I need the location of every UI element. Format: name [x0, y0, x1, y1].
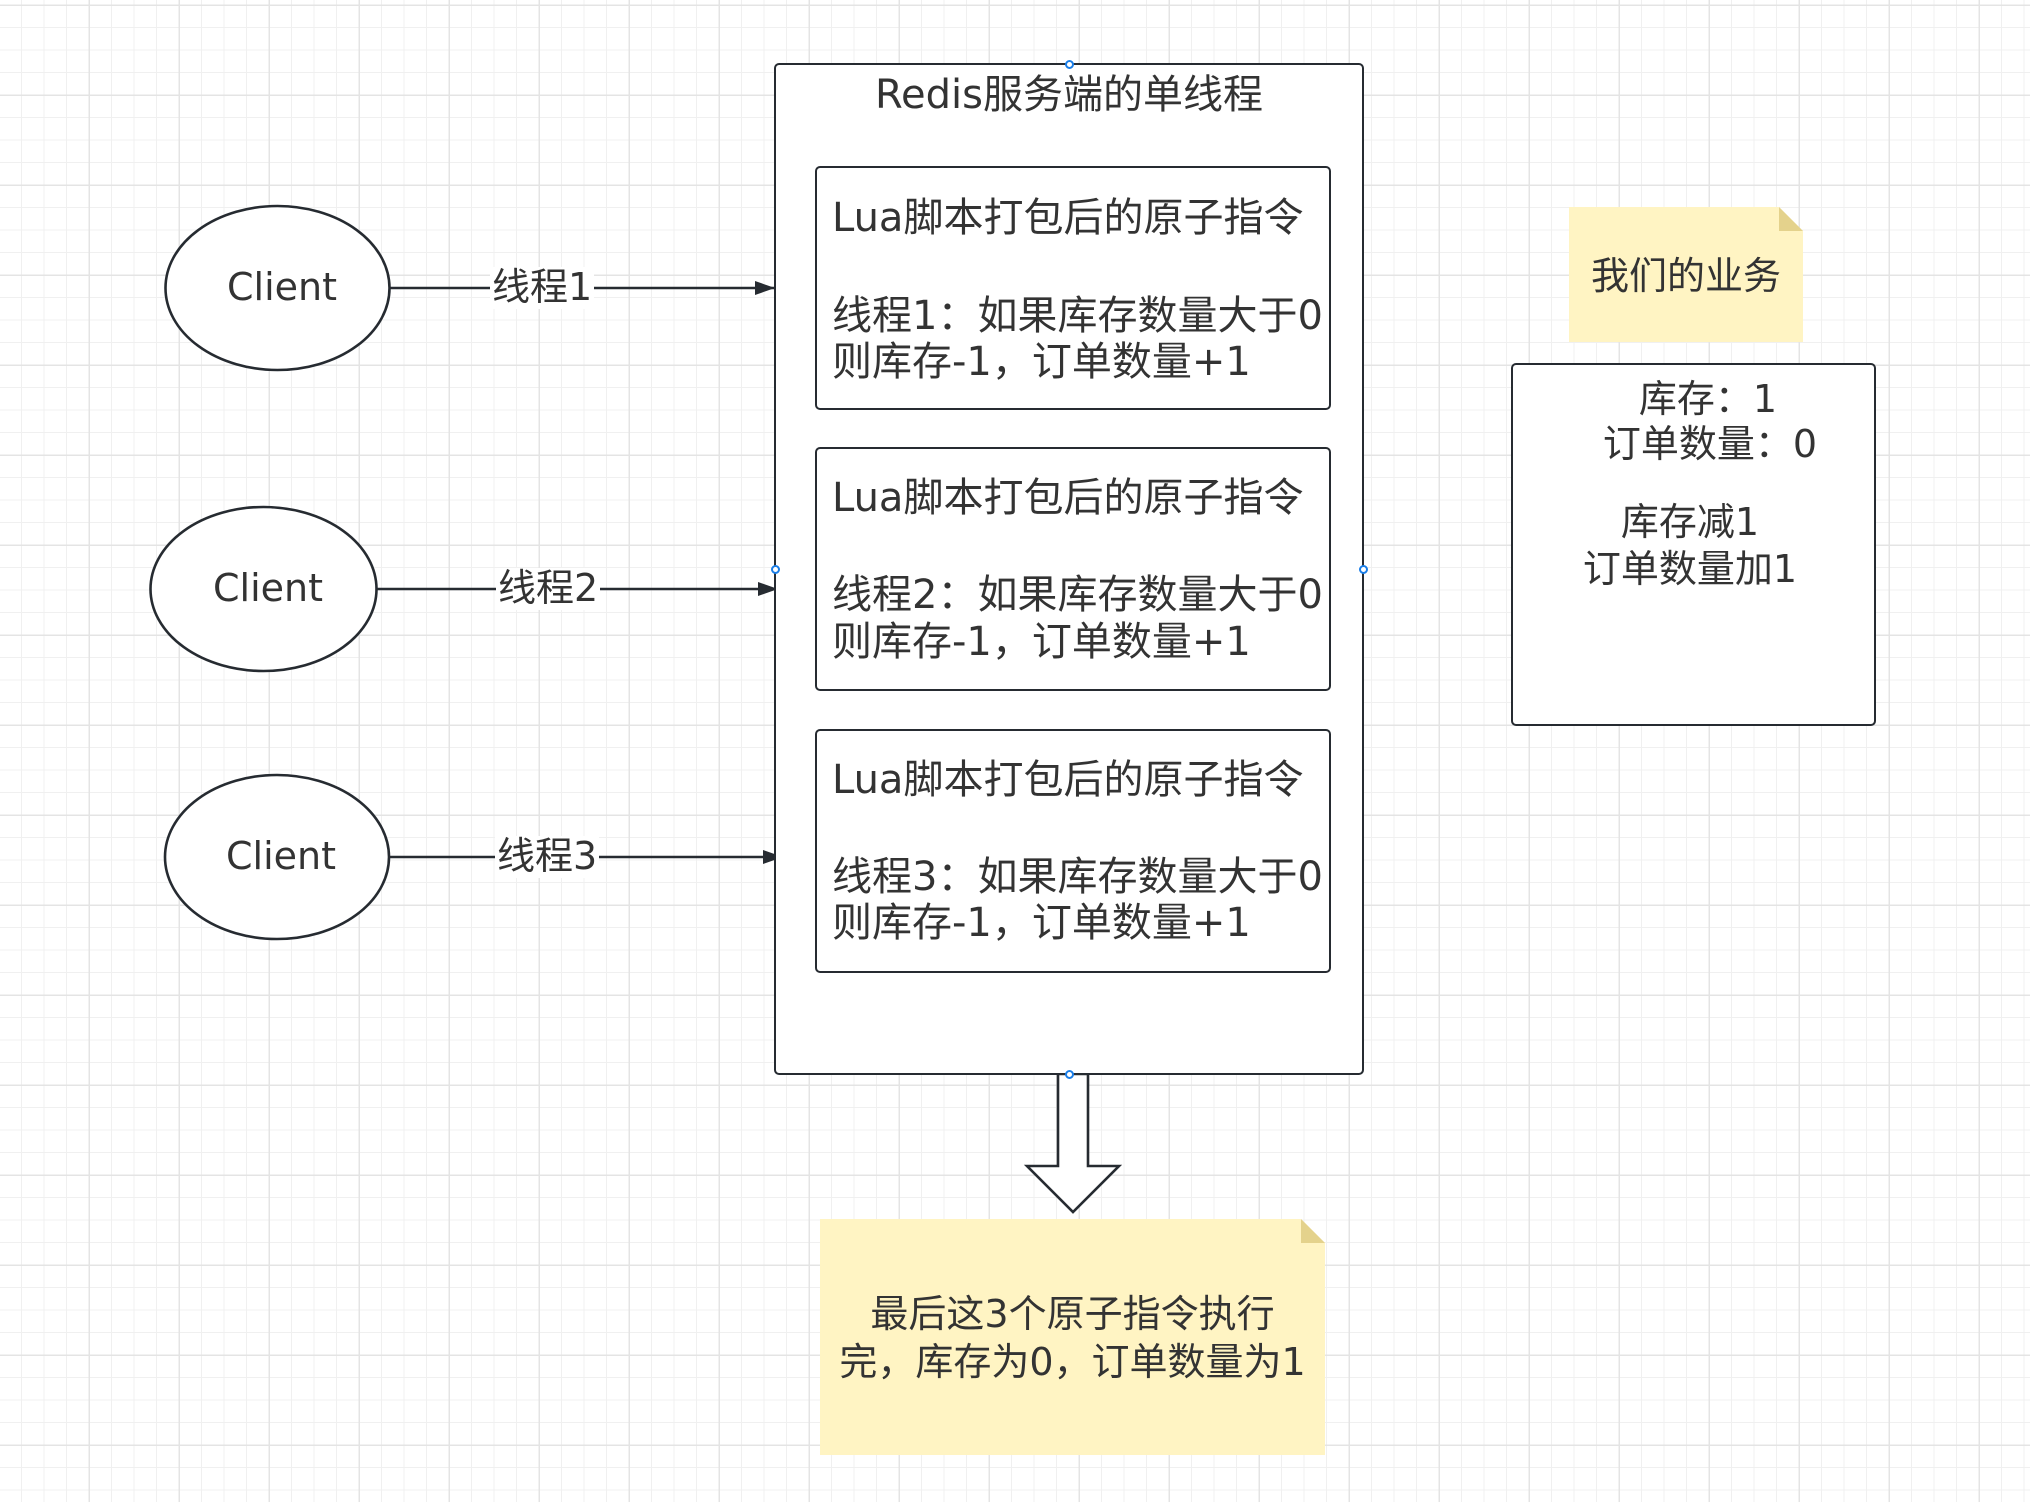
atomic-block-3-line1: 线程3：如果库存数量大于0 [832, 854, 1323, 900]
client-3-label: Client [226, 834, 337, 878]
atomic-block-1[interactable] [815, 166, 1331, 410]
atomic-block-3-heading: Lua脚本打包后的原子指令 [832, 757, 1304, 803]
atomic-block-3-line2: 则库存-1，订单数量+1 [832, 900, 1251, 946]
atomic-block-1-line1: 线程1：如果库存数量大于0 [832, 293, 1323, 339]
atomic-block-1-line2: 则库存-1，订单数量+1 [832, 339, 1251, 385]
business-sticky-fold [1779, 207, 1803, 231]
action-line-2: 订单数量加1 [1582, 547, 1798, 591]
result-note-line-1: 最后这3个原子指令执行 [870, 1292, 1275, 1336]
atomic-block-3[interactable] [815, 729, 1331, 973]
client-1-label: Client [227, 265, 338, 309]
atomic-block-2-line2: 则库存-1，订单数量+1 [832, 619, 1251, 665]
handle-right[interactable] [1358, 564, 1368, 574]
business-sticky-label: 我们的业务 [1590, 254, 1781, 298]
redis-server-title: Redis服务端的单线程 [875, 72, 1263, 118]
client-1-ellipse[interactable] [164, 204, 391, 372]
edge-label-thread-1: 线程1 [490, 265, 595, 309]
orders-line: 订单数量：0 [1602, 422, 1818, 466]
result-sticky-fold [1301, 1219, 1325, 1243]
result-note-line-2: 完，库存为0，订单数量为1 [839, 1340, 1306, 1384]
business-sticky-note[interactable] [1569, 207, 1803, 342]
business-state-box[interactable] [1511, 363, 1876, 726]
client-2-ellipse[interactable] [149, 505, 378, 673]
client-2-label: Client [213, 566, 324, 610]
edge-label-thread-2: 线程2 [496, 566, 601, 610]
handle-left[interactable] [770, 564, 780, 574]
handle-top[interactable] [1064, 59, 1074, 69]
edge-label-thread-3: 线程3 [495, 834, 600, 878]
atomic-block-1-heading: Lua脚本打包后的原子指令 [832, 195, 1304, 241]
stock-line: 库存：1 [1638, 377, 1778, 421]
atomic-block-2-line1: 线程2：如果库存数量大于0 [832, 572, 1323, 618]
action-line-1: 库存减1 [1620, 500, 1760, 544]
result-sticky-note[interactable] [820, 1219, 1325, 1455]
atomic-block-2-heading: Lua脚本打包后的原子指令 [832, 475, 1304, 521]
down-block-arrow[interactable] [1023, 1072, 1123, 1214]
atomic-block-2[interactable] [815, 447, 1331, 691]
handle-bottom[interactable] [1064, 1069, 1074, 1079]
